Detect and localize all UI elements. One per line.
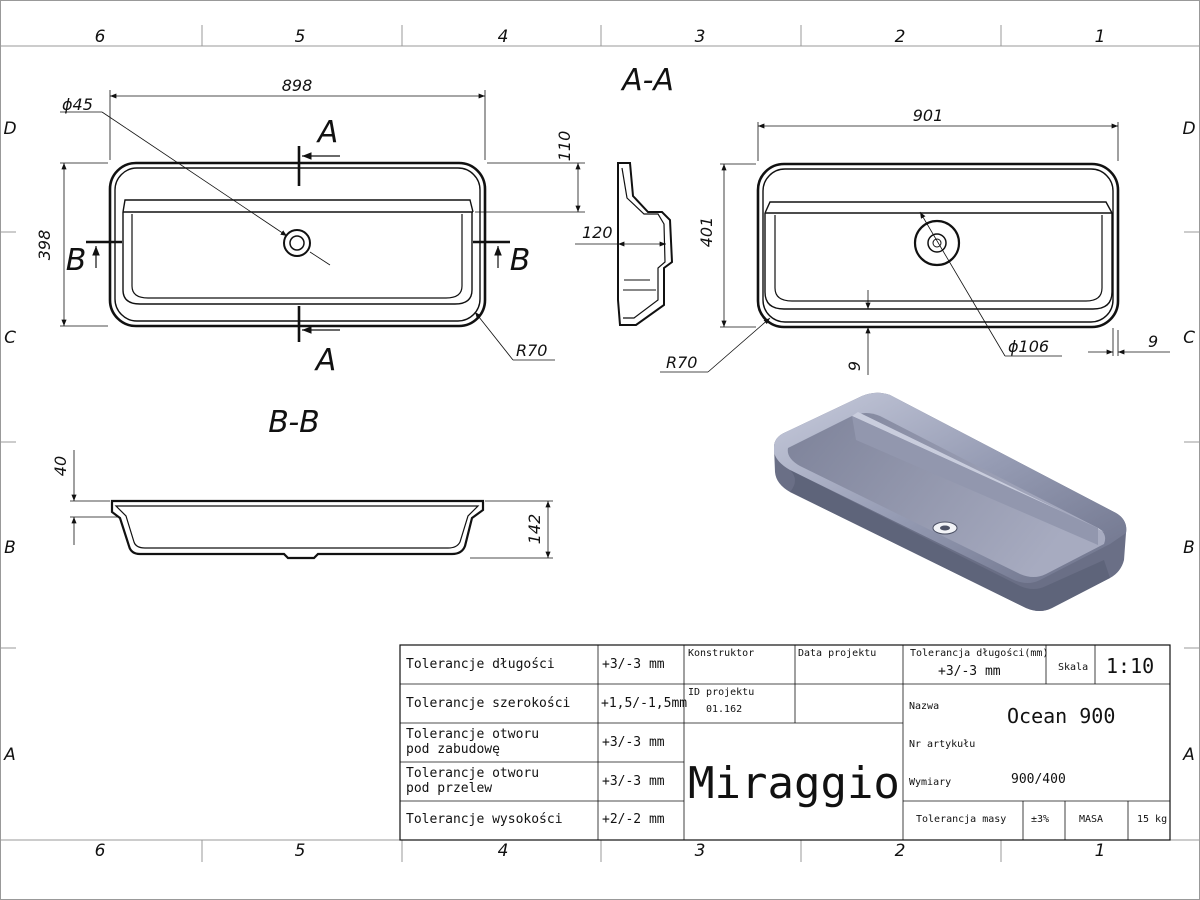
tol-height-value: +2/-2 mm [602,812,665,827]
wymiary-value: 900/400 [1011,772,1066,787]
top-view-ledge-dim: 110 [555,131,574,162]
id-projektu-value: 01.162 [706,704,742,715]
zone-col-3-bottom: 3 [695,841,706,861]
zone-row-b-left: B [4,538,16,558]
top-view-width-dim: 898 [282,76,313,95]
zone-row-c-left: C [4,328,16,348]
title-block: Tolerancje długości +3/-3 mm Tolerancje … [399,644,1171,841]
section-aa-width-dim: 901 [913,106,944,125]
section-bb-view: 40 142 [51,450,553,560]
sink-3d-render [774,392,1127,611]
zone-col-2-top: 2 [895,27,906,47]
top-view-height-dim: 398 [35,230,54,261]
id-projektu-label: ID projektu [688,687,754,698]
tol-length-label: Tolerancje długości [406,657,555,672]
top-view-drain-dim: ϕ45 [62,95,93,114]
section-aa-rim-dim-bottom: 9 [845,361,864,371]
nazwa-label: Nazwa [909,701,939,712]
tol-masy-label: Tolerancja masy [916,814,1006,825]
tol-height-label: Tolerancje wysokości [406,812,563,827]
skala-label: Skala [1058,662,1088,673]
masa-value: 15 kg [1137,814,1167,825]
zone-row-b-right: B [1183,538,1195,558]
tol-length-value: +3/-3 mm [602,657,665,672]
tol-dlugosci-value: +3/-3 mm [938,664,1001,679]
nr-artykulu-label: Nr artykułu [909,739,975,750]
zone-col-1-bottom: 1 [1095,841,1106,861]
zone-col-4-bottom: 4 [498,841,509,861]
zone-col-1-top: 1 [1095,27,1106,47]
tol-hole-overflow-label-2: pod przelew [406,781,492,796]
profile-depth-dim: 120 [582,223,613,242]
top-view-radius-dim: R70 [516,341,547,360]
zone-row-d-left: D [3,119,16,139]
zone-col-5-bottom: 5 [295,841,306,861]
zone-row-a-right: A [1182,745,1195,765]
zone-row-d-right: D [1182,119,1195,139]
cut-a-bottom-label: A [314,343,337,378]
tol-dlugosci-label: Tolerancja długości(mm) [910,647,1048,659]
tol-width-label: Tolerancje szerokości [406,696,570,711]
zone-col-6-top: 6 [95,27,106,47]
section-bb-rim-dim: 40 [51,456,70,476]
zone-col-3-top: 3 [695,27,706,47]
tol-hole-build-label-2: pod zabudowę [406,742,500,757]
zone-col-5-top: 5 [295,27,306,47]
section-aa-view: 901 401 ϕ106 R70 9 9 [660,106,1170,375]
cut-b-right-label: B [510,243,531,278]
konstruktor-label: Konstruktor [688,648,754,659]
section-aa-radius-dim: R70 [666,353,697,372]
zone-col-4-top: 4 [498,27,509,47]
top-view: 898 398 ϕ45 110 R70 A A B B [35,76,585,378]
cut-b-left-label: B [66,243,87,278]
cut-a-top-label: A [316,115,339,150]
zone-col-6-bottom: 6 [95,841,106,861]
zone-row-a-left: A [3,745,16,765]
profile-view: 120 [575,162,674,326]
zone-col-2-bottom: 2 [895,841,906,861]
tol-width-value: +1,5/-1,5mm [601,696,687,711]
tol-masy-value: ±3% [1031,814,1049,825]
tol-hole-build-label-1: Tolerancje otworu [406,727,539,742]
section-aa-drain-dim: ϕ106 [1008,337,1049,356]
tol-hole-overflow-label-1: Tolerancje otworu [406,766,539,781]
skala-value: 1:10 [1106,654,1154,678]
miraggio-logo: Miraggio [688,758,900,809]
tol-hole-overflow-value: +3/-3 mm [602,774,665,789]
data-projektu-label: Data projektu [798,648,876,659]
section-aa-rim-dim-right: 9 [1148,332,1158,351]
masa-label: MASA [1079,814,1103,825]
section-aa-title: A-A [620,63,674,98]
tol-hole-build-value: +3/-3 mm [602,735,665,750]
zone-row-c-right: C [1183,328,1195,348]
section-aa-height-dim: 401 [697,217,716,248]
section-bb-height-dim: 142 [525,514,544,545]
section-bb-title: B-B [268,405,319,440]
nazwa-value: Ocean 900 [1007,704,1115,728]
wymiary-label: Wymiary [909,777,951,788]
